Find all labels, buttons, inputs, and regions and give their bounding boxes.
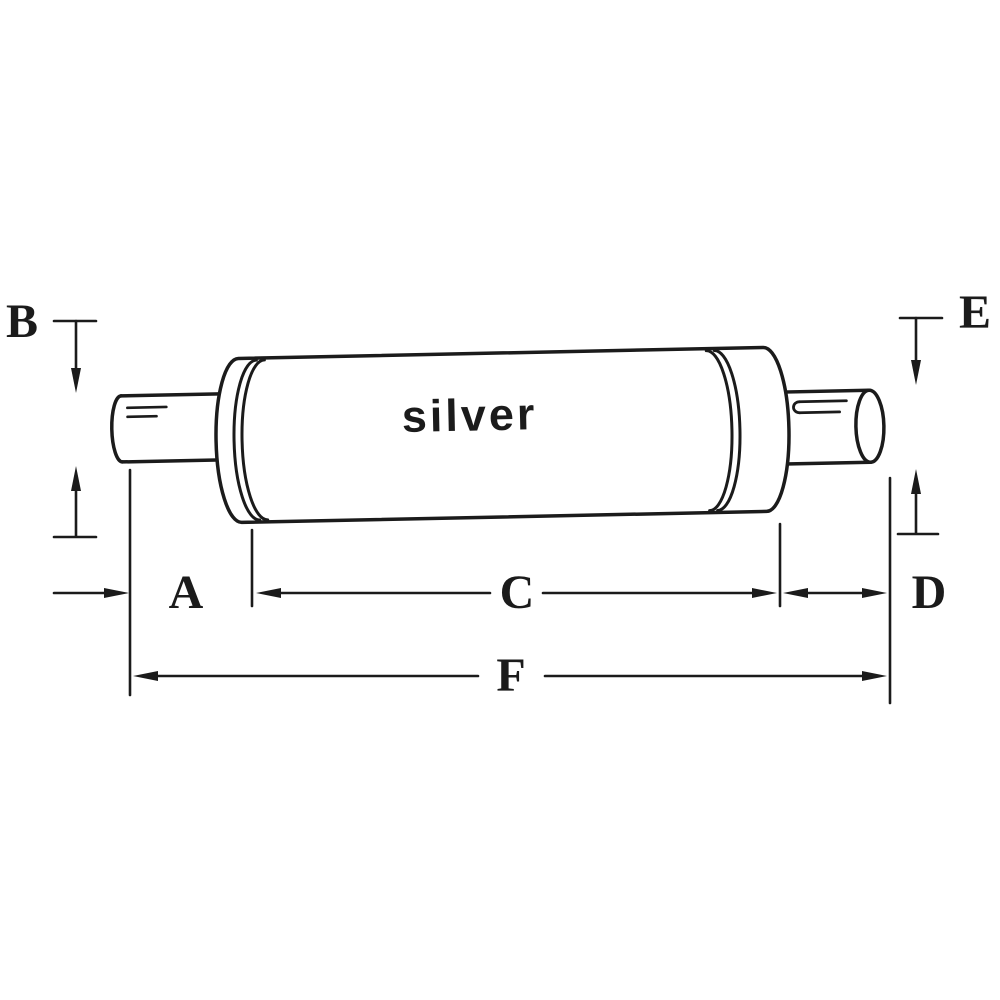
outlet-inner-tube-end [792, 400, 801, 415]
left-cap-seam-outer [232, 358, 262, 522]
right-cap-seam-inner [712, 348, 742, 512]
dimension-label-b: B [6, 295, 38, 348]
dim-e-arrow-down [911, 360, 921, 385]
inlet-pipe-slot-line-2 [126, 414, 158, 419]
dim-d-arrow-right [862, 588, 887, 598]
outlet-inner-tube-bottom [798, 410, 841, 415]
outlet-inner-tube [792, 399, 848, 415]
dim-c-arrow-right [752, 588, 777, 598]
dimension-c [256, 588, 777, 598]
part-color-label: silver [401, 388, 538, 442]
right-cap-seam-outer [704, 349, 734, 513]
muffler-body-outline [214, 345, 791, 525]
dim-f-arrow-right [862, 671, 887, 681]
dim-a-arrow-right [104, 588, 129, 598]
outlet-inner-tube-top [797, 399, 848, 404]
dim-d-arrow-left [783, 588, 808, 598]
inlet-pipe-end-cap [110, 394, 125, 464]
dimension-label-d: D [912, 566, 947, 619]
dim-c-arrow-left [256, 588, 281, 598]
dimension-f [133, 671, 887, 681]
dimension-annotations [52, 316, 944, 705]
dimension-label-e: E [959, 286, 991, 339]
dimension-a [52, 588, 129, 598]
dim-b-arrow-up [71, 466, 81, 491]
dimension-b [52, 319, 98, 539]
dimension-e [896, 316, 944, 536]
outlet-pipe-end-cap [854, 388, 886, 464]
dimension-label-f: F [496, 649, 525, 702]
left-cap-seam-inner [240, 358, 270, 522]
muffler-body [214, 345, 791, 525]
dim-e-arrow-up [911, 469, 921, 494]
dim-b-arrow-down [71, 368, 81, 393]
dimension-letters: B E A C D F [6, 286, 991, 702]
dimension-label-a: A [169, 566, 204, 619]
muffler-drawing: silver [110, 345, 886, 525]
dimension-label-c: C [500, 566, 535, 619]
inlet-pipe-slot-line-1 [126, 405, 168, 410]
dim-f-arrow-left [133, 671, 158, 681]
dimension-d [783, 588, 887, 598]
